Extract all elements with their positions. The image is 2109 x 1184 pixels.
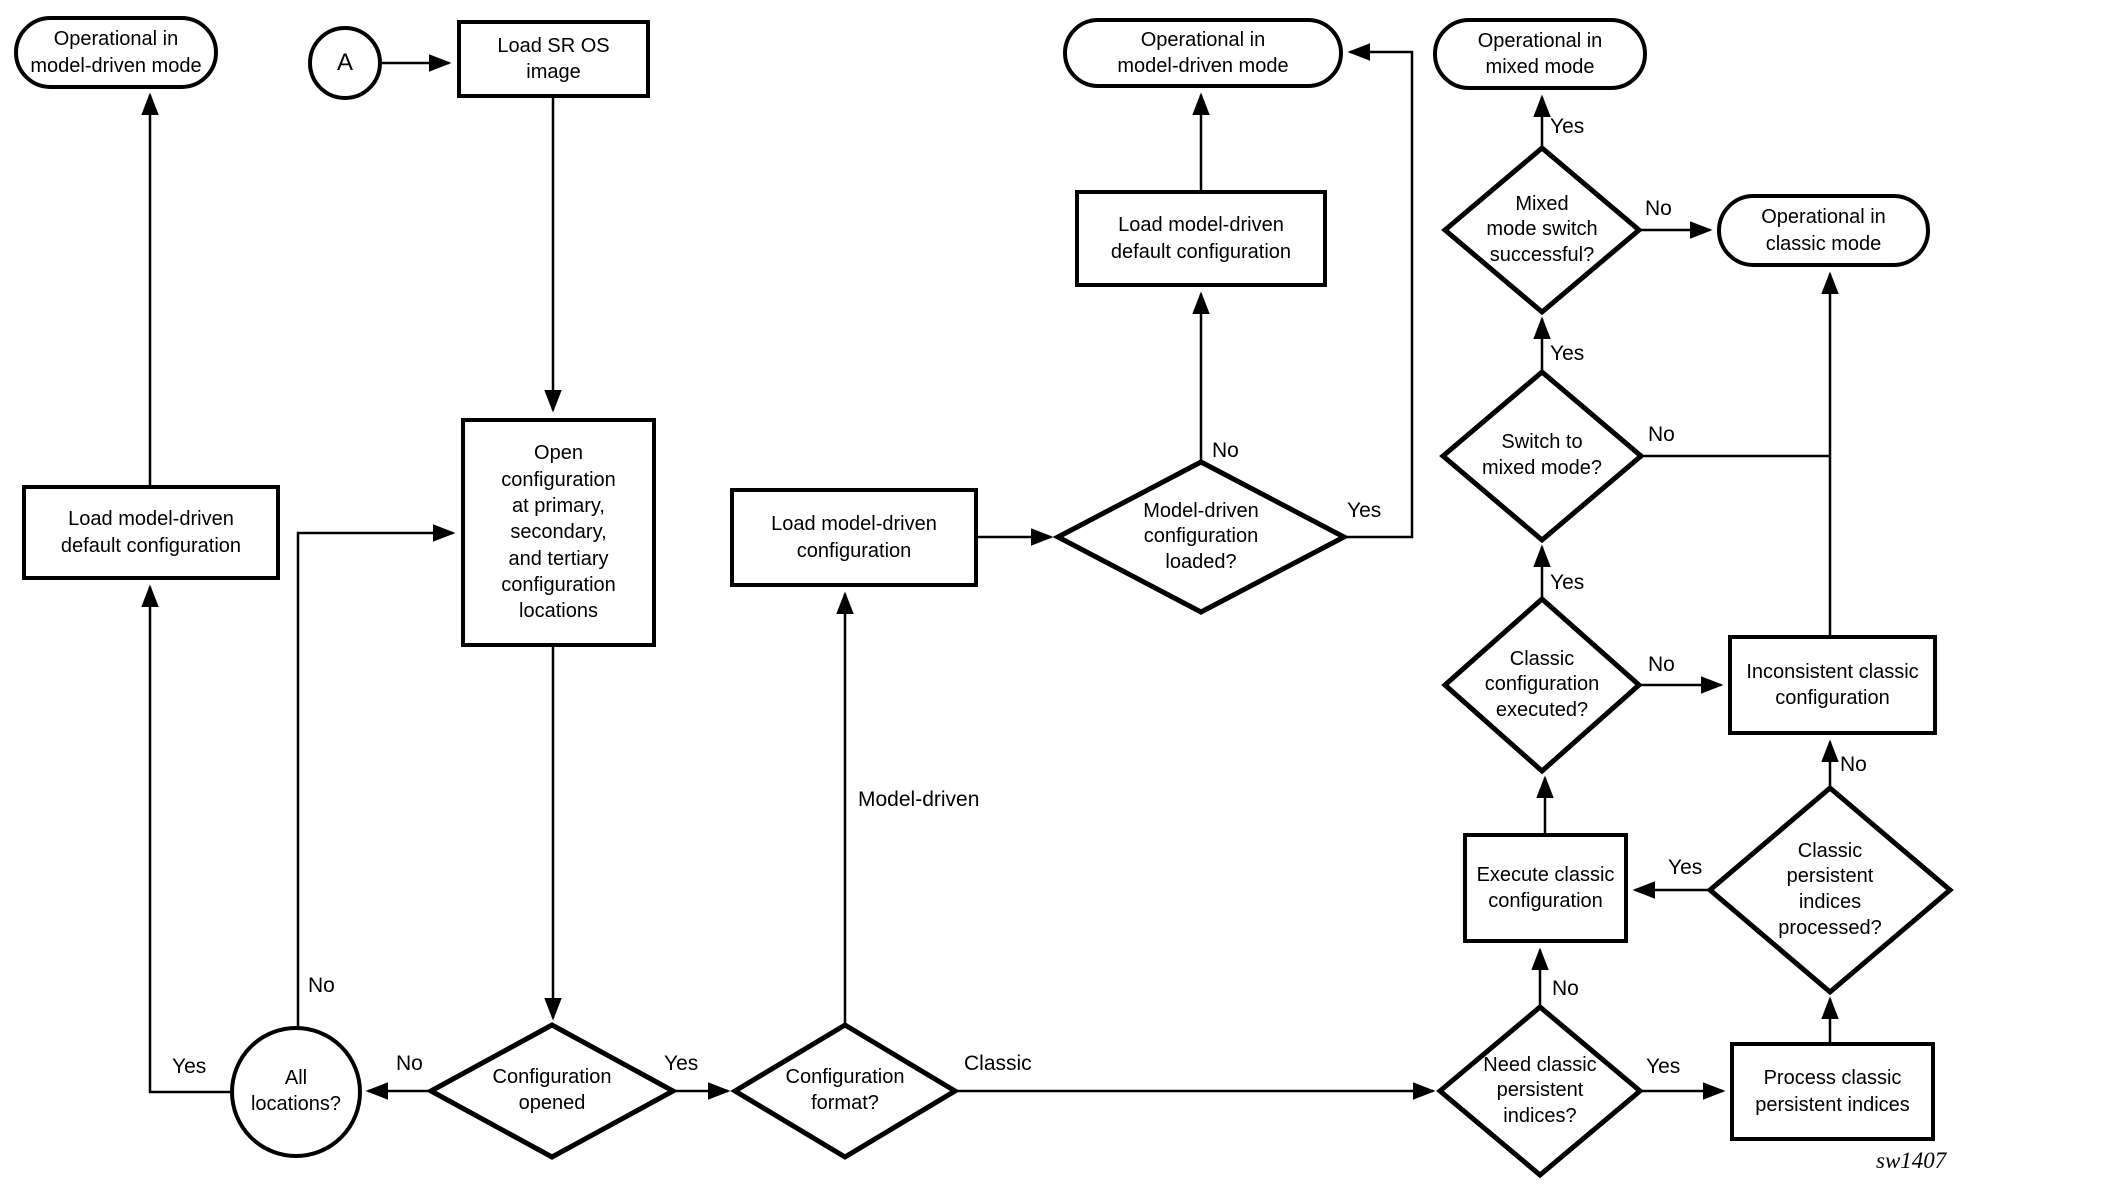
edge-all-locations-no-to-open-config <box>296 524 456 1027</box>
edge-label-switch-mixed-yes: Yes <box>1550 342 1585 365</box>
all-locations-label: All locations? <box>250 1067 342 1115</box>
decision-classic-exec-shape <box>1441 595 1643 775</box>
all-locations-shape <box>230 1026 362 1158</box>
shapes <box>230 26 1954 1179</box>
decision-mixed-switch-shape <box>1441 144 1643 316</box>
edge-label-need-indices-no: No <box>1552 977 1579 1000</box>
process-open-configuration-locations: Open configuration at primary, secondary… <box>461 418 656 647</box>
edge-all-locations-yes-to-load-md-default <box>141 584 232 1094</box>
process-load-sros-image: Load SR OS image <box>457 20 650 98</box>
edge-label-indices-processed-no: No <box>1840 753 1867 776</box>
edge-label-config-format-model-driven: Model-driven <box>858 788 980 811</box>
process-load-md-configuration: Load model-driven configuration <box>730 488 978 587</box>
decision-config-format-label: Configuration format? <box>785 1066 905 1114</box>
connector-a-label: A <box>336 48 353 76</box>
process-load-md-default-config-left: Load model-driven default configuration <box>22 485 280 580</box>
edge-label-config-opened-no: No <box>396 1052 423 1075</box>
edge-label-indices-processed-yes: Yes <box>1668 856 1703 879</box>
process-classic-persistent-indices: Process classic persistent indices <box>1730 1042 1935 1141</box>
terminator-operational-model-driven-left: Operational in model-driven mode <box>14 16 218 89</box>
edge-label-config-opened-yes: Yes <box>664 1052 699 1075</box>
figure-id-label: sw1407 <box>1876 1148 1947 1173</box>
decision-mixed-switch-label: Mixed mode switch successful? <box>1486 192 1598 266</box>
decision-config-opened-shape <box>425 1022 679 1160</box>
edge-label-md-loaded-yes: Yes <box>1347 499 1382 522</box>
edge-label-classic-exec-no: No <box>1648 653 1675 676</box>
edge-label-all-locations-no: No <box>308 974 335 997</box>
edge-label-md-loaded-no: No <box>1212 439 1239 462</box>
edges <box>141 43 1839 1100</box>
decision-need-indices-shape <box>1436 1003 1644 1179</box>
process-inconsistent-classic-config: Inconsistent classic configuration <box>1728 635 1937 735</box>
decision-md-loaded-shape <box>1052 459 1350 615</box>
edge-label-classic-exec-yes: Yes <box>1550 571 1585 594</box>
edge-label-mixed-switch-no: No <box>1645 197 1672 220</box>
decision-need-indices-label: Need classic persistent indices? <box>1483 1053 1597 1127</box>
edge-label-need-indices-yes: Yes <box>1646 1055 1681 1078</box>
process-load-md-default-config-top: Load model-driven default configuration <box>1075 190 1327 287</box>
edge-md-loaded-yes-to-op-md-top <box>1344 43 1414 539</box>
decision-classic-exec-label: Classic configuration executed? <box>1484 647 1600 721</box>
decision-config-opened-label: Configuration opened <box>492 1066 612 1114</box>
decision-switch-mixed-label: Switch to mixed mode? <box>1481 431 1603 479</box>
decision-indices-processed-label: Classic persistent indices processed? <box>1778 839 1882 939</box>
terminator-operational-mixed-mode: Operational in mixed mode <box>1433 18 1647 90</box>
process-execute-classic-config: Execute classic configuration <box>1463 833 1628 943</box>
decision-md-loaded-label: Model-driven configuration loaded? <box>1143 499 1259 573</box>
edge-label-mixed-switch-yes: Yes <box>1550 115 1585 138</box>
edge-label-config-format-classic: Classic <box>964 1052 1032 1075</box>
decision-switch-mixed-shape <box>1439 368 1645 544</box>
terminator-operational-model-driven-top: Operational in model-driven mode <box>1063 18 1343 88</box>
decision-config-format-shape <box>730 1022 960 1160</box>
terminator-operational-classic-mode: Operational in classic mode <box>1717 194 1930 267</box>
connector-a-shape <box>308 26 382 100</box>
edge-label-switch-mixed-no: No <box>1648 423 1675 446</box>
edge-label-all-locations-yes: Yes <box>172 1055 207 1078</box>
decision-indices-processed-shape <box>1706 784 1954 996</box>
